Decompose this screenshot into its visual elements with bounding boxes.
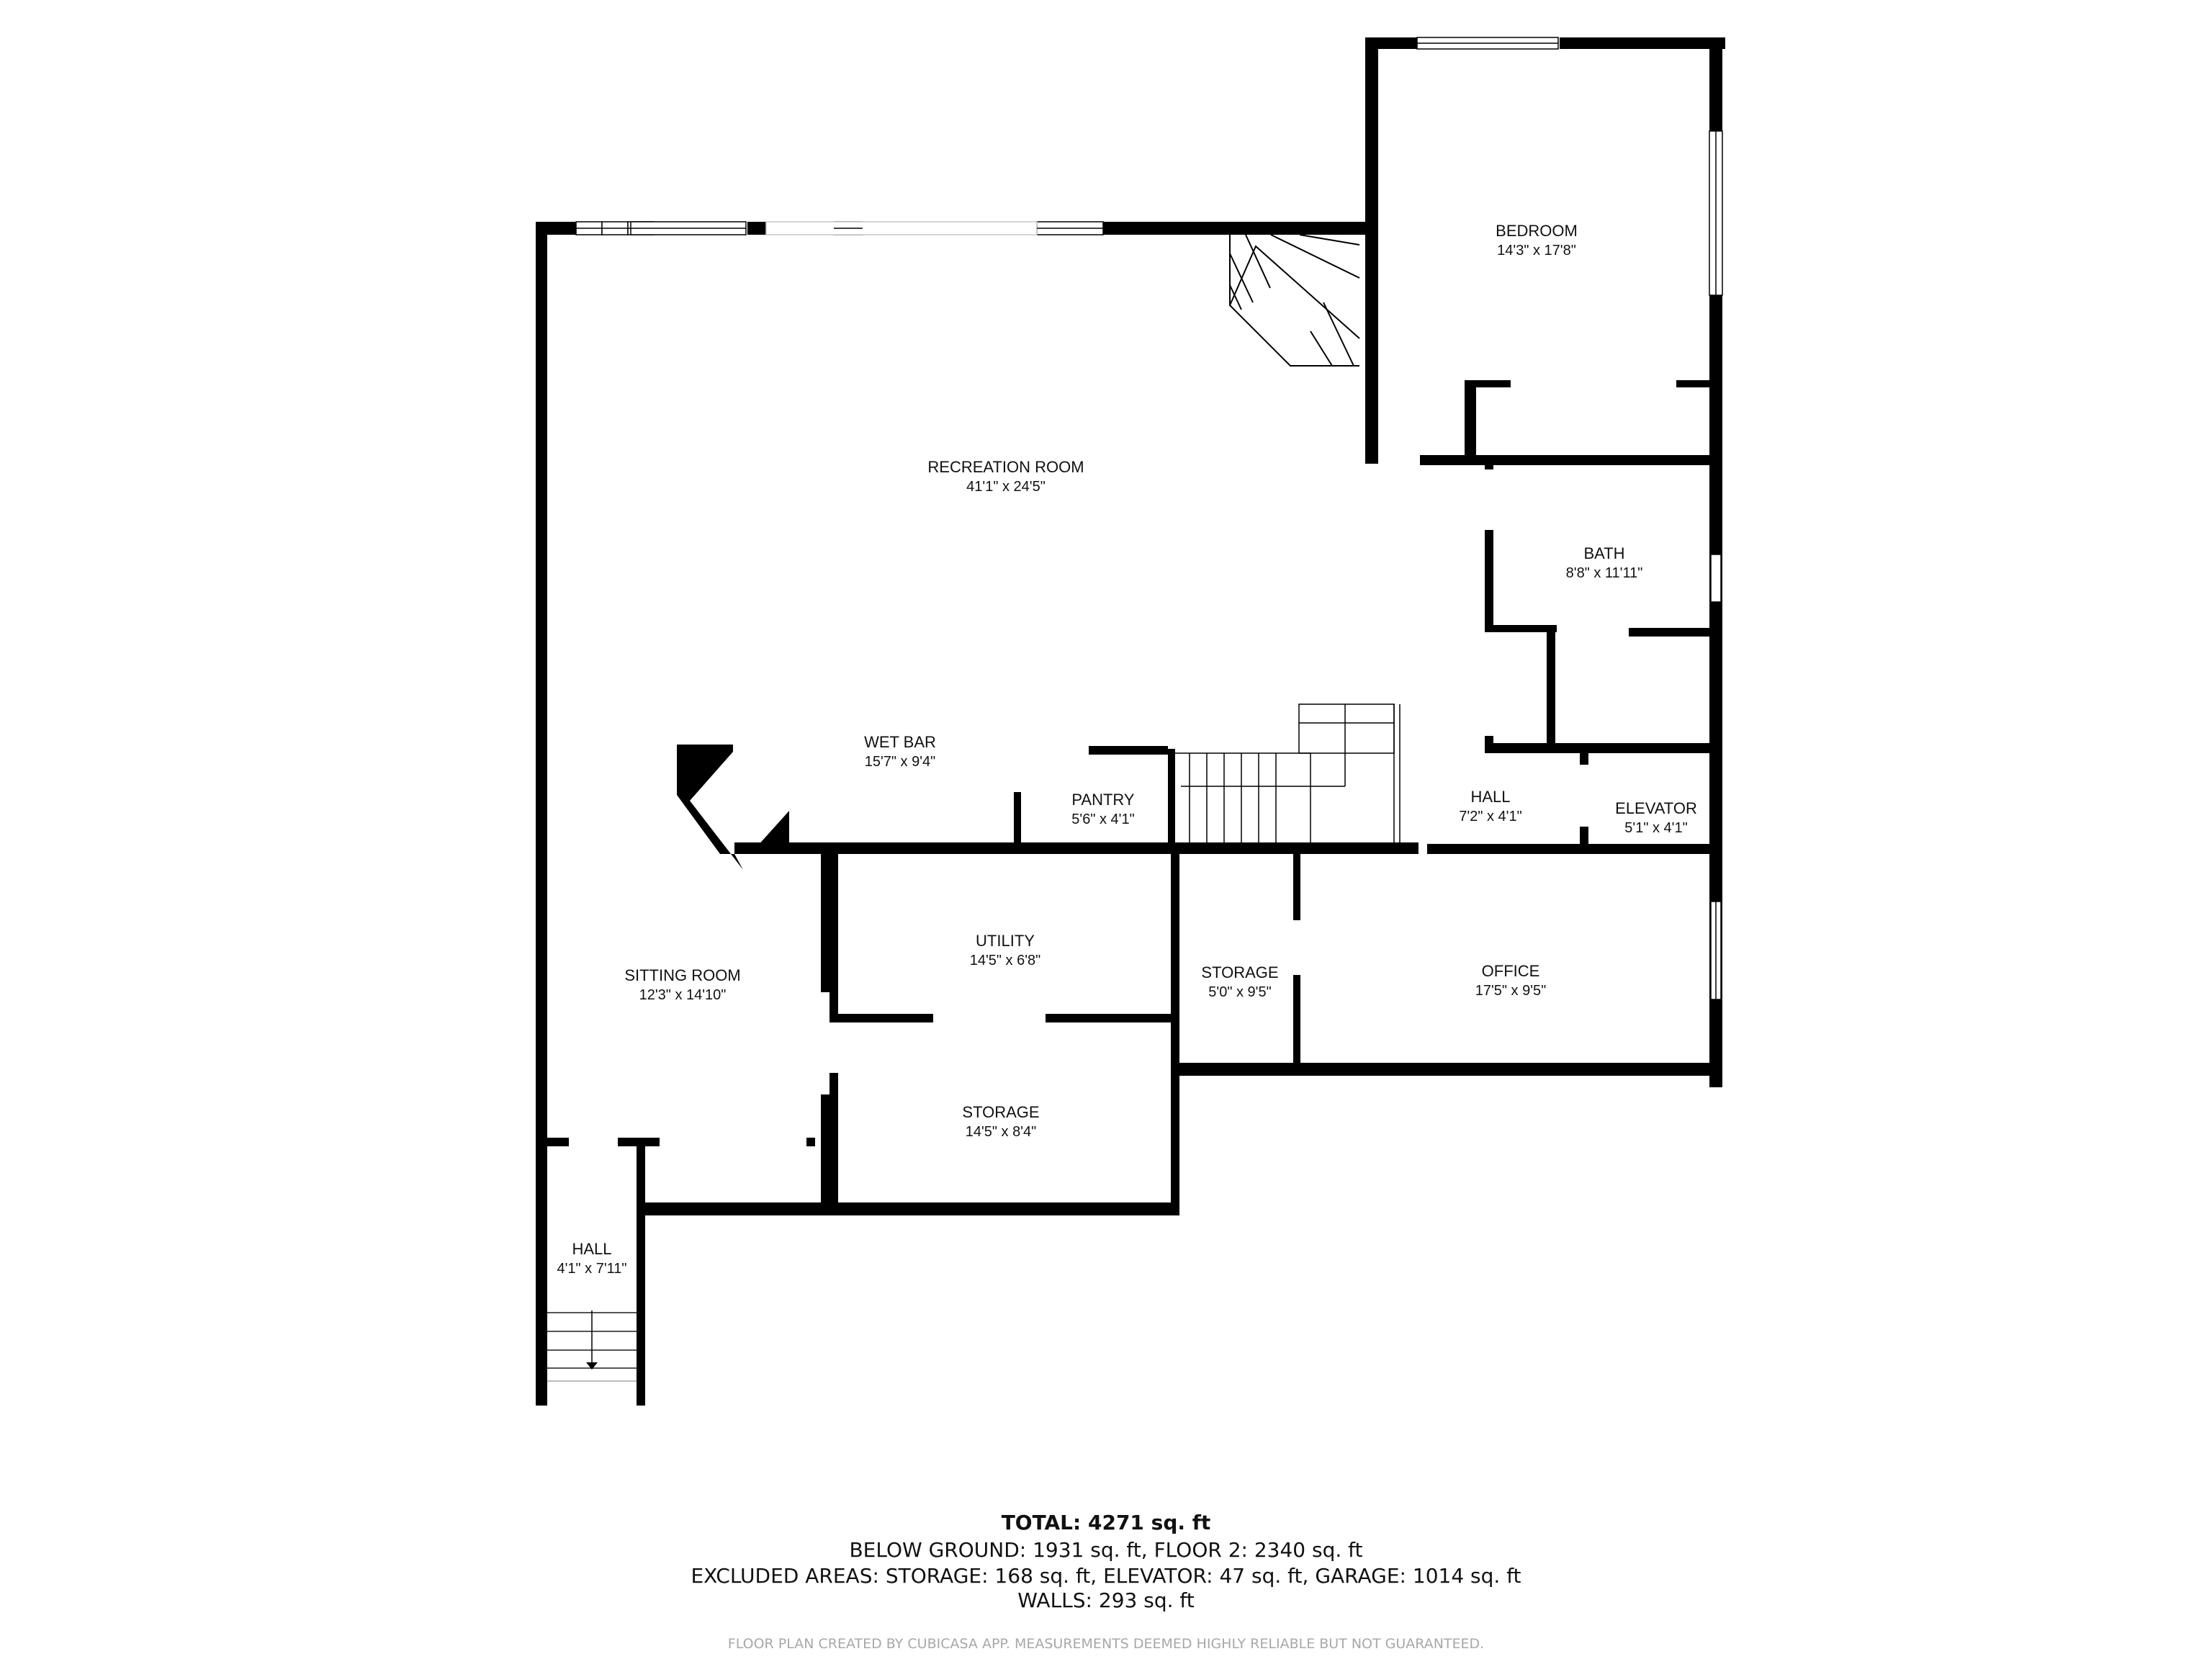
room-dim-storage-small: 5'0" x 9'5" bbox=[1208, 984, 1271, 1000]
room-name-elevator: ELEVATOR bbox=[1615, 799, 1697, 817]
room-dim-bath: 8'8" x 11'11" bbox=[1566, 565, 1643, 581]
room-dim-office: 17'5" x 9'5" bbox=[1475, 983, 1547, 999]
room-name-bath: BATH bbox=[1583, 544, 1624, 562]
room-name-hall-upper: HALL bbox=[1470, 788, 1510, 806]
room-labels: BEDROOM 14'3" x 17'8" RECREATION ROOM 41… bbox=[557, 222, 1696, 1277]
summary-walls: WALLS: 293 sq. ft bbox=[1017, 1588, 1195, 1612]
room-name-storage-small: STORAGE bbox=[1201, 963, 1278, 981]
summary-floors: BELOW GROUND: 1931 sq. ft, FLOOR 2: 2340… bbox=[849, 1538, 1363, 1562]
room-name-recreation-room: RECREATION ROOM bbox=[927, 458, 1084, 476]
room-dim-bedroom: 14'3" x 17'8" bbox=[1497, 243, 1576, 258]
summary-excluded: EXCLUDED AREAS: STORAGE: 168 sq. ft, ELE… bbox=[691, 1564, 1521, 1588]
room-dim-hall-upper: 7'2" x 4'1" bbox=[1459, 809, 1521, 824]
windows bbox=[575, 37, 1723, 1000]
lower-stairs bbox=[547, 1310, 637, 1382]
stair-arrow-icon bbox=[586, 1362, 598, 1370]
summary-total: TOTAL: 4271 sq. ft bbox=[1001, 1511, 1211, 1534]
room-name-sitting-room: SITTING ROOM bbox=[624, 966, 740, 984]
room-name-hall-lower: HALL bbox=[572, 1240, 611, 1258]
room-name-office: OFFICE bbox=[1482, 962, 1540, 980]
room-name-utility: UTILITY bbox=[976, 932, 1035, 950]
walls bbox=[536, 37, 1725, 1406]
room-dim-wet-bar: 15'7" x 9'4" bbox=[865, 754, 936, 770]
room-dim-pantry: 5'6" x 4'1" bbox=[1071, 811, 1134, 827]
room-dim-recreation-room: 41'1" x 24'5" bbox=[966, 479, 1046, 495]
room-name-storage-large: STORAGE bbox=[962, 1103, 1039, 1121]
fireplace-icon bbox=[1229, 234, 1360, 367]
room-name-wet-bar: WET BAR bbox=[864, 733, 936, 751]
staircase bbox=[1172, 703, 1401, 845]
room-dim-sitting-room: 12'3" x 14'10" bbox=[639, 987, 727, 1003]
room-dim-elevator: 5'1" x 4'1" bbox=[1624, 820, 1687, 836]
room-dim-utility: 14'5" x 6'8" bbox=[970, 953, 1041, 968]
room-dim-storage-large: 14'5" x 8'4" bbox=[966, 1124, 1037, 1140]
room-dim-hall-lower: 4'1" x 7'11" bbox=[557, 1261, 626, 1277]
room-name-pantry: PANTRY bbox=[1071, 791, 1135, 809]
door-opening bbox=[765, 221, 1038, 235]
room-name-bedroom: BEDROOM bbox=[1496, 222, 1578, 240]
disclaimer: FLOOR PLAN CREATED BY CUBICASA APP. MEAS… bbox=[727, 1636, 1485, 1652]
